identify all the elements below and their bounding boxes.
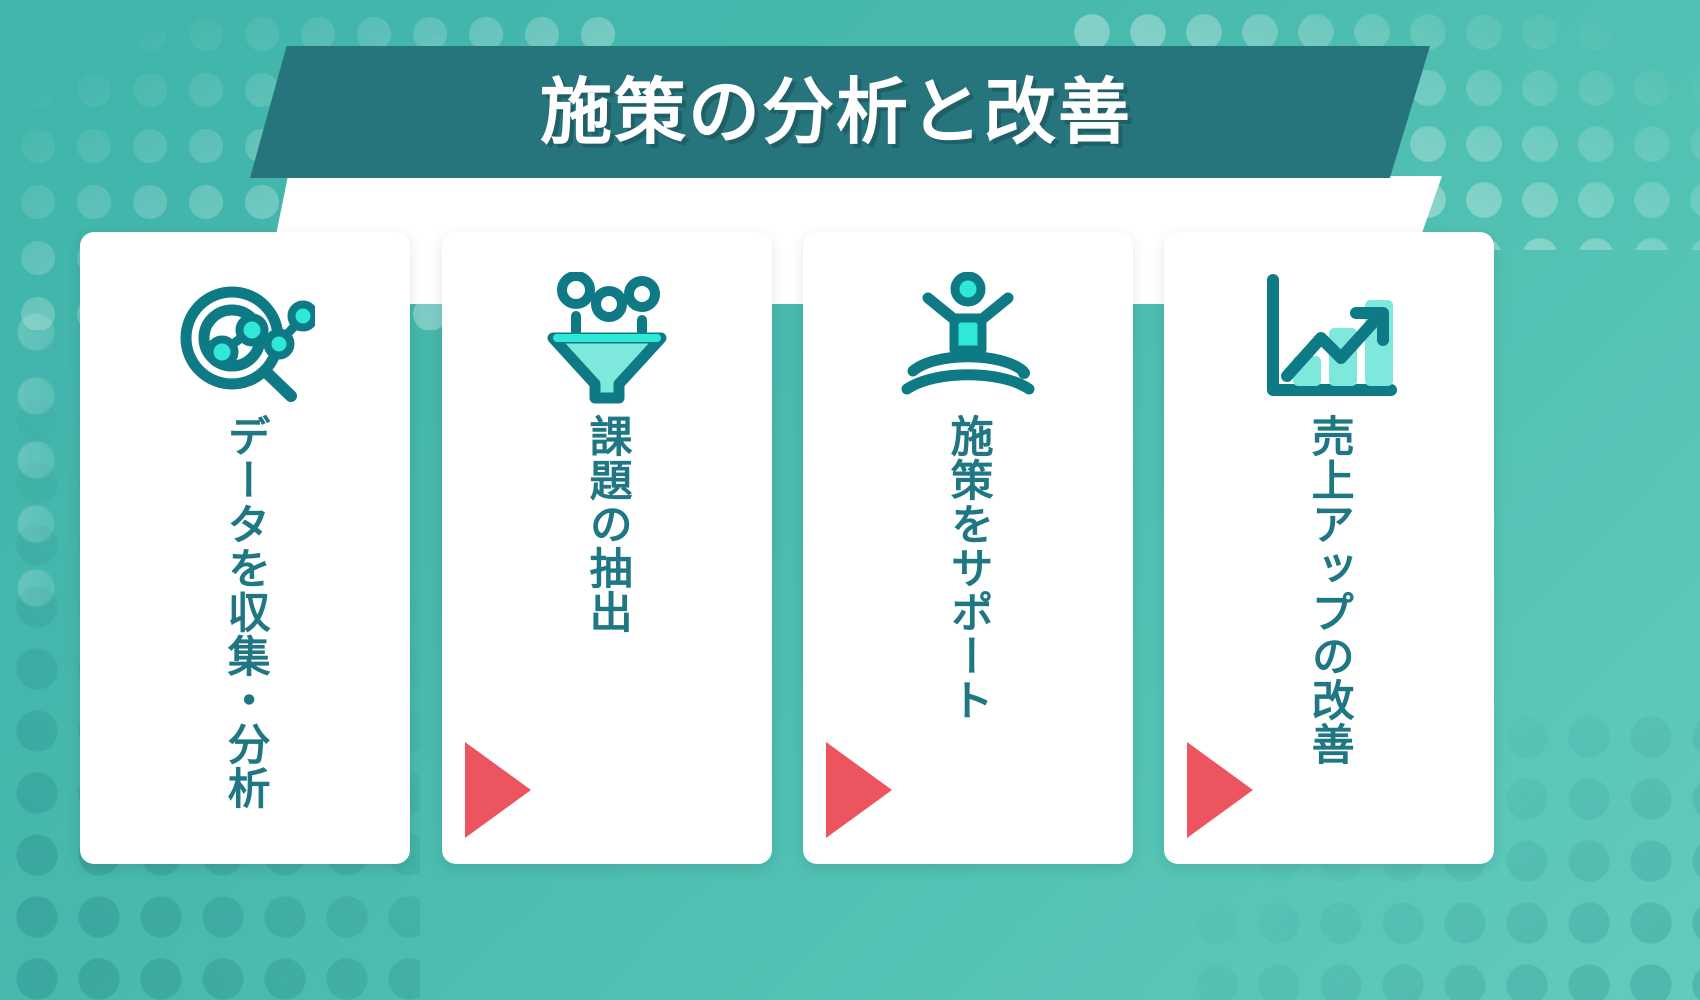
step-card-label: 課題の抽出 xyxy=(582,414,633,634)
title-banner: 施策の分析と改善 xyxy=(0,46,1700,304)
step-card-data-collection[interactable]: データを収集・分析 xyxy=(80,232,410,864)
step-card-label: 売上アップの改善 xyxy=(1304,414,1355,766)
bar-chart-growth-icon xyxy=(1254,268,1404,408)
step-card-label: 施策をサポート xyxy=(943,414,994,722)
target-magnifier-data-icon xyxy=(170,268,320,408)
flow-arrow-1 xyxy=(465,742,531,838)
step-card-label: データを収集・分析 xyxy=(220,414,271,810)
process-steps-row: データを収集・分析 課題の抽出 xyxy=(80,232,1620,864)
flow-arrow-2 xyxy=(826,742,892,838)
person-supported-by-hand-icon xyxy=(893,268,1043,408)
page-title: 施策の分析と改善 xyxy=(539,70,1132,154)
banner-parallelogram: 施策の分析と改善 xyxy=(250,46,1430,178)
flow-arrow-3 xyxy=(1187,742,1253,838)
funnel-filter-icon xyxy=(532,268,682,408)
